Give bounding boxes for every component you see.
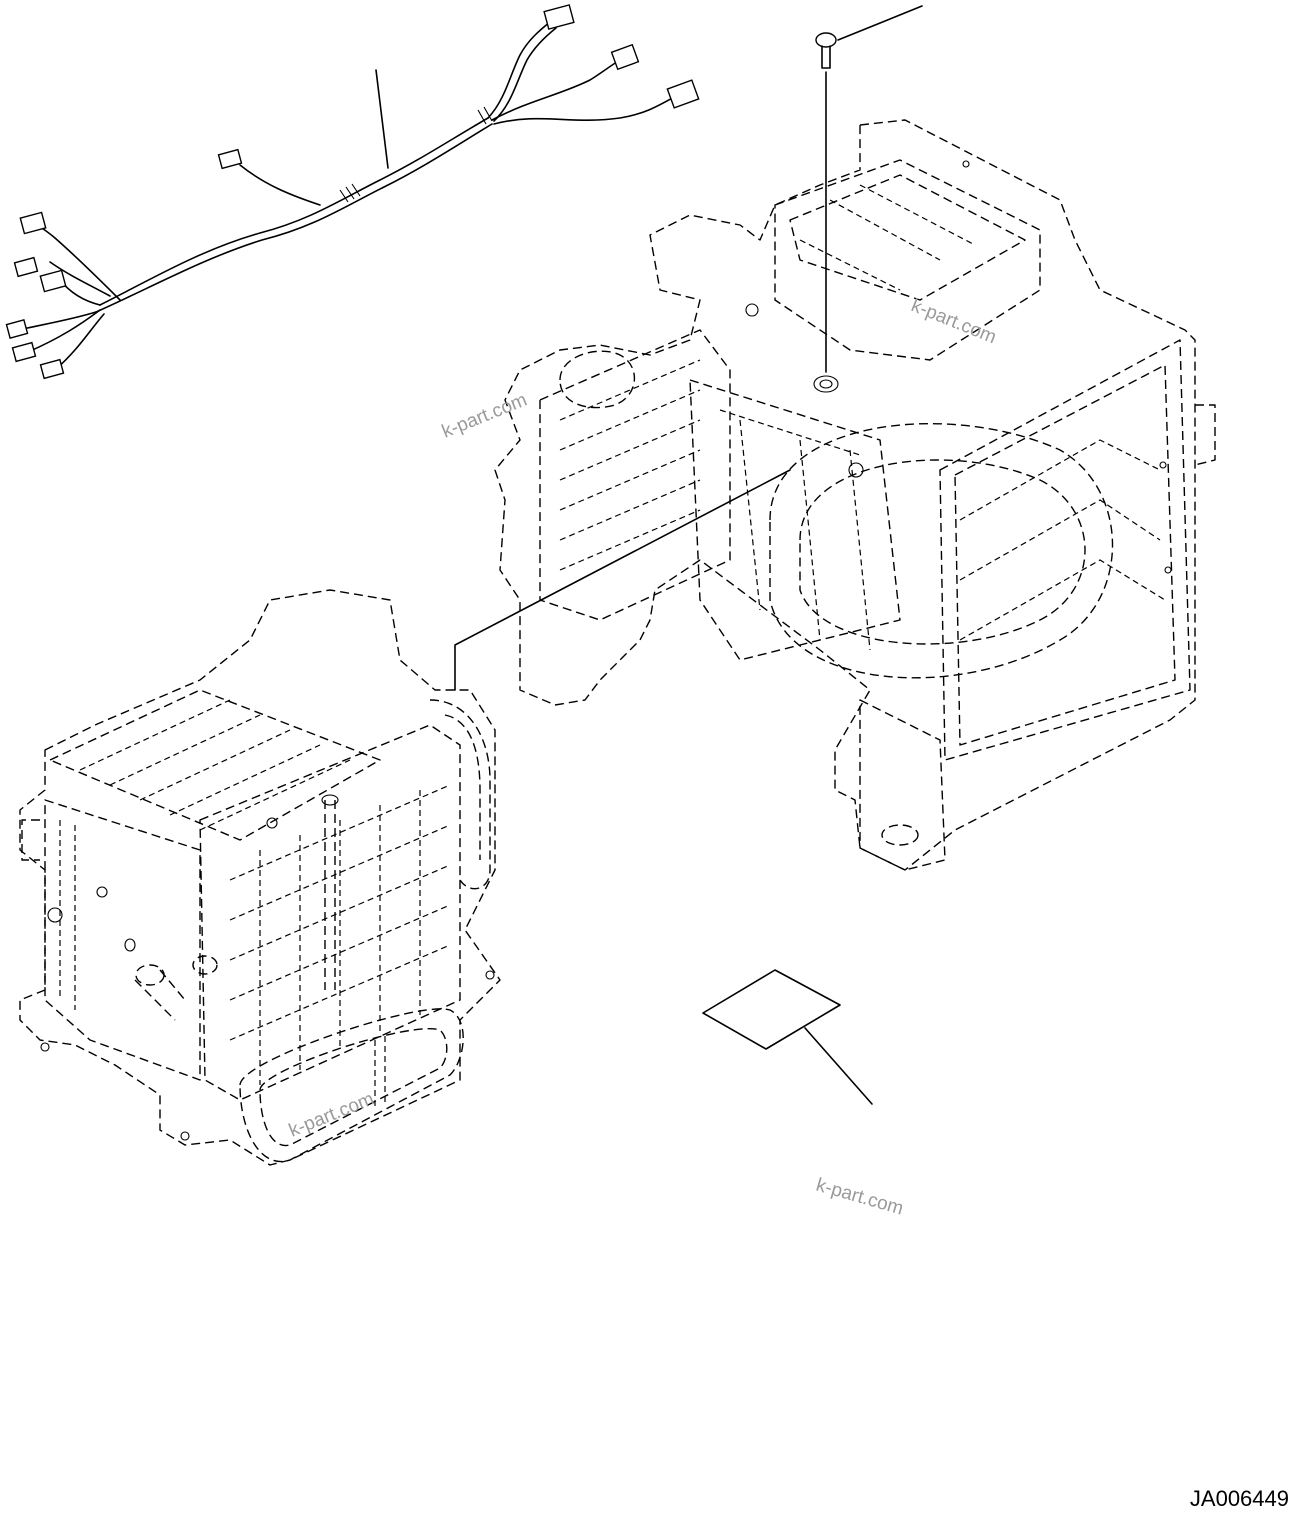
watermark-3: k-part.com: [286, 1089, 377, 1142]
wiring-harness: [5, 4, 700, 380]
air-conditioner-unit-lower: [19, 469, 791, 1166]
drawing-code: JA006449: [1190, 1486, 1289, 1511]
watermark-4: k-part.com: [814, 1175, 906, 1220]
screw: [813, 5, 923, 393]
watermark-1: k-part.com: [439, 390, 530, 443]
watermark-2: k-part.com: [908, 295, 999, 348]
air-conditioner-unit-upper: [494, 119, 1216, 871]
label-plate: [702, 969, 873, 1105]
